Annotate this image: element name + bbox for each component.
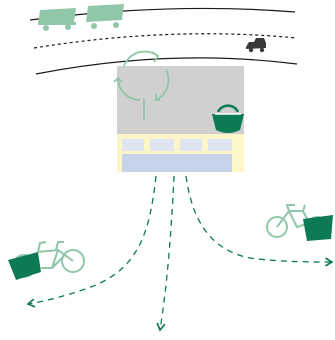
building-window xyxy=(208,139,232,151)
building-window xyxy=(180,139,202,151)
cargo-bike-icon xyxy=(8,242,84,280)
building-window xyxy=(122,139,144,151)
dashed-route-arrows xyxy=(28,176,332,330)
route-arrow-down xyxy=(160,176,174,330)
car-icon xyxy=(246,38,266,52)
building-base xyxy=(122,154,232,172)
tram-icon xyxy=(86,4,124,29)
building-window xyxy=(150,139,174,151)
cargo-bike-icon xyxy=(267,205,333,241)
tram-icon xyxy=(38,8,76,31)
route-arrow-left xyxy=(28,176,156,304)
